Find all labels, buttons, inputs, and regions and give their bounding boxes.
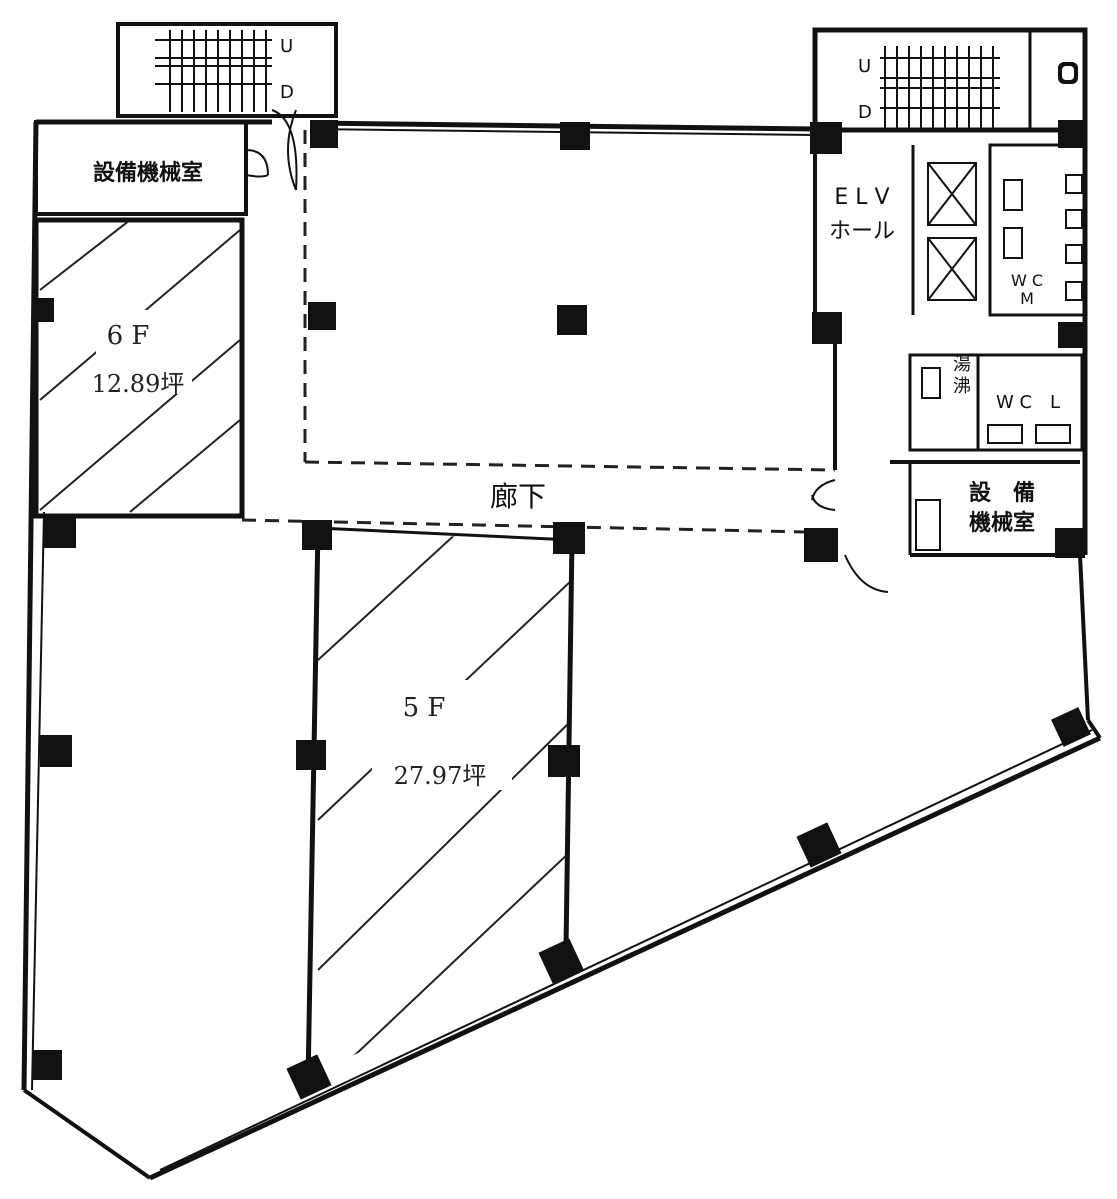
column [1051,707,1091,747]
column [308,302,336,330]
elv-hall-label-2: ホール [829,219,895,244]
column [560,122,590,150]
right-core: U D E L V ホール W C M 湯 沸 W C L 設 備 [811,27,1088,593]
unit-6f-floor: 6 F [107,321,150,351]
mech-room-top-left: 設備機械室 [34,120,269,216]
column [804,528,838,562]
column [286,1054,332,1100]
column [1058,120,1086,148]
mech-room-right-label-2: 機械室 [969,510,1035,536]
elv-hall-label-1: E L V [834,185,889,210]
unit-5f: 5 F 27.97坪 [305,526,575,1083]
column [296,740,326,770]
column [548,745,580,777]
column [1055,528,1085,558]
column [310,120,338,148]
yuwakashi-label-2: 沸 [953,376,971,397]
column [810,122,842,154]
corridor: 廊下 [241,480,809,534]
stair-down-label-left: D [280,82,294,103]
upper-area-boundary [303,129,837,472]
unit-6f-area: 12.89坪 [92,370,185,398]
wc-l-label: W C L [996,392,1060,413]
wc-m-label-2: M [1020,289,1034,308]
stair-up-label-right: U [858,56,871,77]
column [557,305,587,335]
outer-walls [21,119,1102,1181]
column [302,520,332,550]
column [32,298,54,322]
columns [32,120,1091,1100]
yuwakashi-label-1: 湯 [953,354,971,375]
column [538,938,584,984]
corridor-label: 廊下 [490,480,546,513]
unit-6f: 6 F 12.89坪 [33,217,245,519]
stair-left: U D [116,22,338,191]
column [1058,322,1084,348]
column [44,516,76,548]
mech-room-top-label: 設備機械室 [93,160,203,186]
column [32,1050,62,1080]
stair-up-label-left: U [280,36,293,57]
column [812,312,842,344]
unit-5f-floor: 5 F [403,693,446,723]
column [796,822,842,868]
unit-5f-area: 27.97坪 [394,762,487,790]
column [40,735,72,767]
column [553,522,585,554]
wc-m-label-1: W C [1011,271,1043,290]
mech-room-right-label-1: 設 備 [969,480,1035,506]
stair-down-label-right: D [858,102,872,123]
